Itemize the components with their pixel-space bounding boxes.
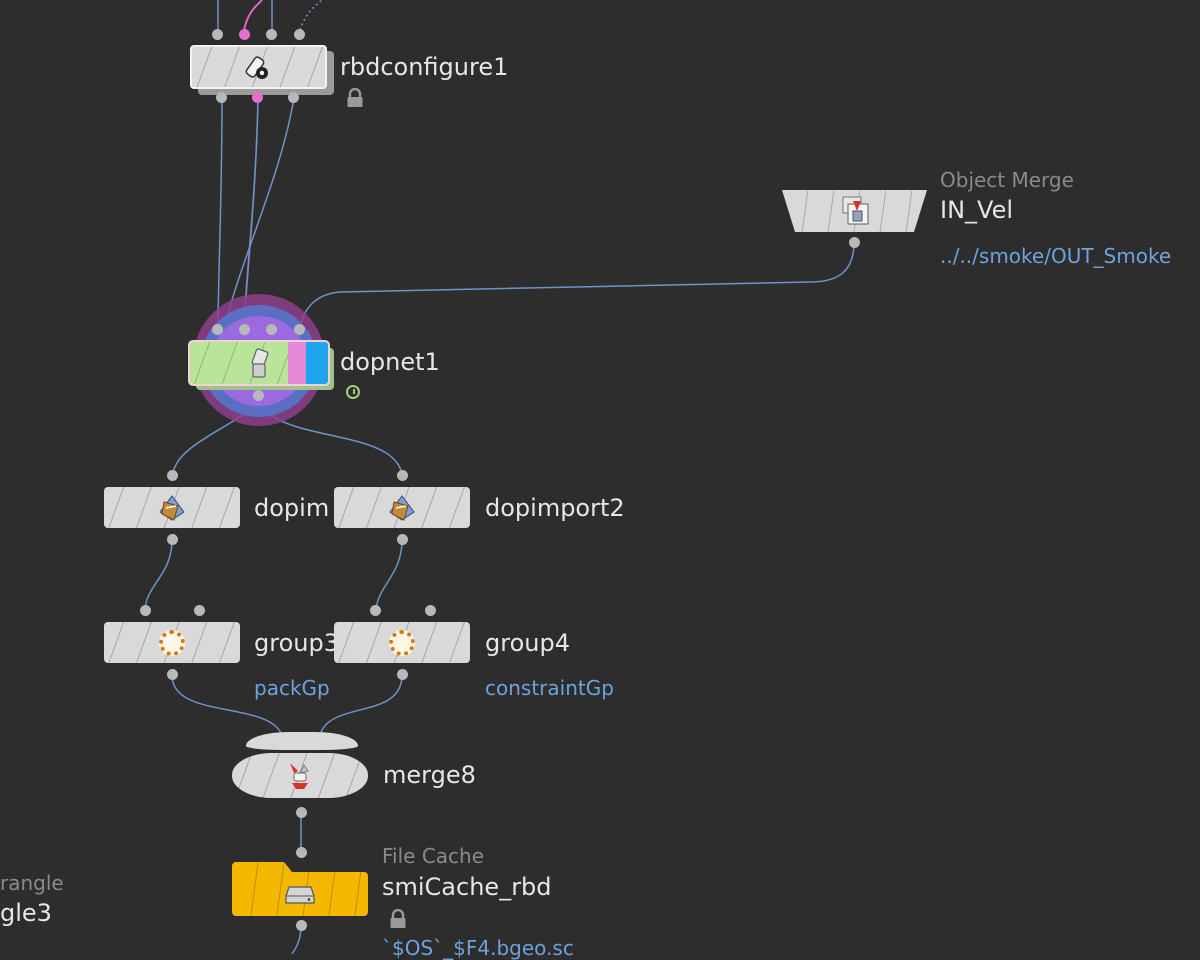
node-name: gle3: [0, 899, 52, 927]
hard-drive-icon: [282, 876, 318, 912]
output-port[interactable]: [296, 920, 307, 931]
input-port[interactable]: [212, 324, 223, 335]
group-icon: [382, 624, 422, 661]
input-port[interactable]: [266, 29, 277, 40]
input-port[interactable]: [294, 29, 305, 40]
input-port[interactable]: [239, 29, 250, 40]
dopimport-icon: [382, 489, 422, 526]
input-port[interactable]: [370, 605, 381, 616]
output-port[interactable]: [397, 669, 408, 680]
merge-icon: [280, 756, 320, 795]
node-body[interactable]: [232, 862, 368, 916]
output-port[interactable]: [252, 92, 263, 103]
input-port[interactable]: [296, 847, 307, 858]
node-name: group3: [254, 629, 339, 657]
node-param: constraintGp: [485, 676, 614, 700]
input-port[interactable]: [294, 324, 305, 335]
input-port[interactable]: [212, 29, 223, 40]
node-type: File Cache: [382, 844, 485, 868]
node-body[interactable]: [782, 190, 927, 232]
output-port[interactable]: [288, 92, 299, 103]
output-port[interactable]: [167, 669, 178, 680]
lock-icon[interactable]: [346, 87, 364, 113]
merge-input-bar[interactable]: [246, 732, 358, 750]
clock-icon[interactable]: [346, 385, 360, 399]
output-port[interactable]: [216, 92, 227, 103]
input-port[interactable]: [140, 605, 151, 616]
node-body[interactable]: [104, 622, 240, 663]
node-body[interactable]: [334, 622, 470, 663]
node-type: rangle: [0, 871, 64, 895]
node-name: dopnet1: [340, 348, 440, 376]
output-port[interactable]: [849, 237, 860, 248]
node-name: dopimport2: [485, 494, 625, 522]
node-name: rbdconfigure1: [340, 53, 509, 81]
node-body[interactable]: [188, 340, 330, 386]
node-name: merge8: [383, 761, 476, 789]
rbd-configure-icon: [238, 49, 278, 87]
input-port[interactable]: [397, 470, 408, 481]
dopnet-icon: [240, 344, 280, 382]
dopimport-icon: [152, 489, 192, 526]
input-port[interactable]: [167, 470, 178, 481]
input-port[interactable]: [266, 324, 277, 335]
node-param: `$OS`_$F4.bgeo.sc: [382, 936, 574, 960]
node-name: group4: [485, 629, 570, 657]
lock-icon[interactable]: [389, 908, 407, 934]
node-body[interactable]: [190, 45, 327, 89]
node-body[interactable]: [334, 487, 470, 528]
group-icon: [152, 624, 192, 661]
output-port[interactable]: [253, 390, 264, 401]
node-name: dopim: [254, 494, 330, 522]
node-name: IN_Vel: [940, 196, 1014, 224]
node-type: Object Merge: [940, 168, 1074, 192]
object-merge-icon: [835, 193, 875, 229]
node-body[interactable]: [104, 487, 240, 528]
node-name: smiCache_rbd: [382, 873, 552, 901]
output-port[interactable]: [296, 807, 307, 818]
input-port[interactable]: [194, 605, 205, 616]
node-param: packGp: [254, 676, 330, 700]
node-body[interactable]: [232, 753, 368, 798]
input-port[interactable]: [239, 324, 250, 335]
input-port[interactable]: [425, 605, 436, 616]
output-port[interactable]: [167, 534, 178, 545]
output-port[interactable]: [397, 534, 408, 545]
node-param: ../../smoke/OUT_Smoke: [940, 244, 1172, 268]
